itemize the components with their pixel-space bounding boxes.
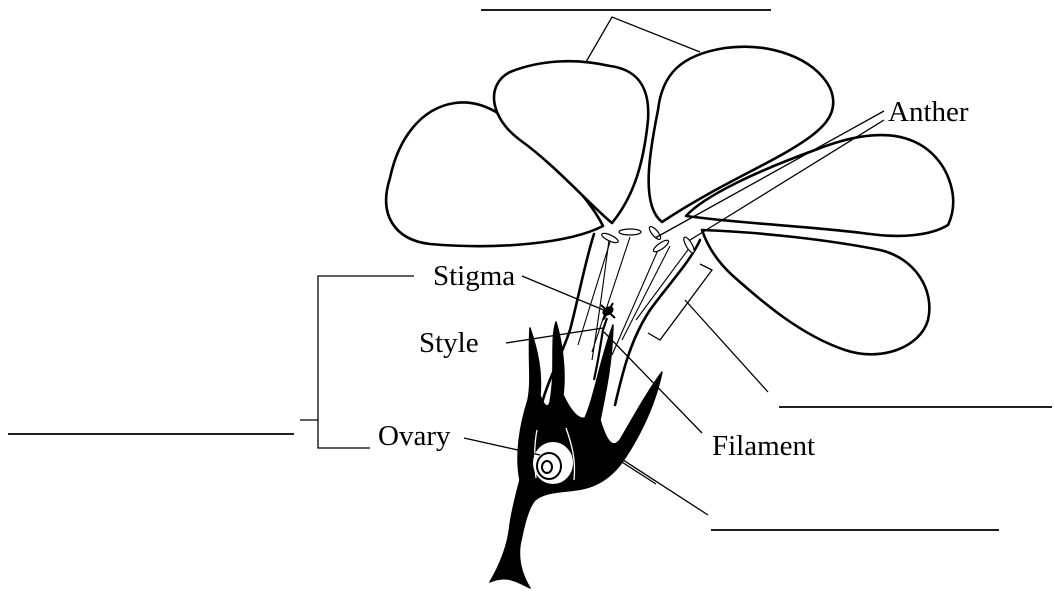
anther-5 <box>682 236 696 255</box>
label-filament: Filament <box>712 430 815 462</box>
petal-lower-right <box>702 230 929 354</box>
anther-2 <box>619 229 641 235</box>
calyx <box>490 322 662 588</box>
label-anther: Anther <box>888 96 969 128</box>
anther-3 <box>648 225 663 241</box>
label-style: Style <box>419 327 479 359</box>
sepals-and-pedicel <box>490 322 662 588</box>
label-stigma: Stigma <box>433 260 515 292</box>
petals <box>386 47 953 355</box>
label-ovary: Ovary <box>378 420 451 452</box>
